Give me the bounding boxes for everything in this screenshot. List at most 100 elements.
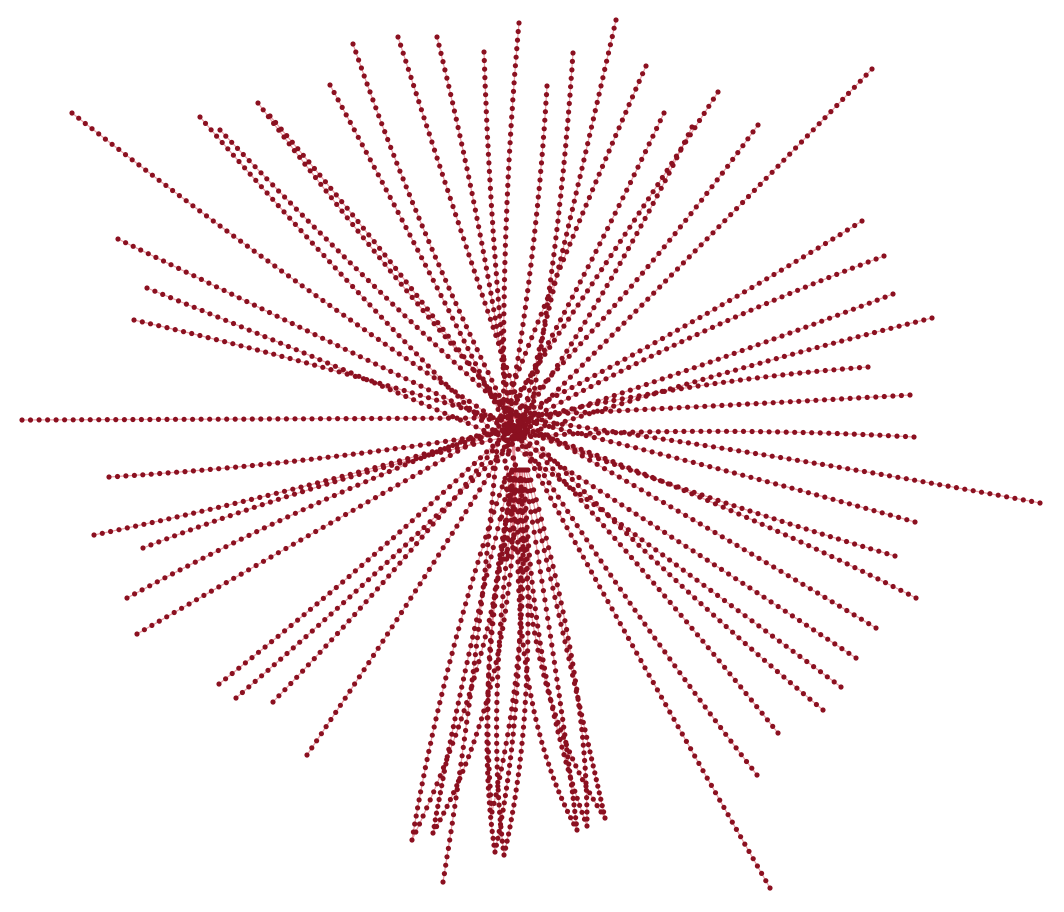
graph-node: [299, 489, 306, 495]
graph-node: [497, 809, 503, 815]
graph-node: [570, 661, 576, 667]
graph-node: [466, 651, 472, 657]
graph-node: [846, 650, 852, 656]
graph-node: [937, 482, 943, 488]
graph-node: [562, 151, 568, 157]
graph-node: [265, 258, 271, 264]
graph-node: [486, 563, 492, 569]
graph-node: [506, 831, 512, 837]
graph-node: [262, 644, 268, 650]
graph-node: [485, 526, 491, 532]
graph-node: [715, 466, 721, 472]
graph-node: [397, 460, 403, 466]
graph-node: [633, 308, 639, 314]
graph-node: [817, 669, 824, 675]
graph-node: [636, 78, 642, 84]
graph-node: [164, 416, 170, 422]
graph-node: [616, 202, 622, 209]
graph-node: [342, 346, 348, 352]
graph-node: [346, 573, 352, 580]
graph-node: [416, 215, 422, 221]
graph-node: [554, 582, 560, 588]
graph-node: [339, 199, 345, 205]
graph-node: [551, 252, 557, 258]
graph-node: [109, 141, 115, 147]
graph-node: [819, 461, 826, 467]
graph-node: [636, 393, 642, 399]
graph-node: [558, 399, 564, 405]
graph-node: [759, 710, 765, 716]
graph-node: [529, 335, 535, 341]
graph-node: [553, 235, 559, 241]
graph-node: [543, 754, 549, 760]
graph-node: [768, 663, 774, 669]
graph-node: [653, 495, 659, 501]
graph-node: [494, 569, 501, 575]
graph-node: [371, 248, 377, 254]
graph-node: [676, 405, 682, 411]
graph-node: [377, 245, 383, 251]
graph-node: [857, 78, 863, 84]
graph-node: [477, 284, 483, 290]
graph-node: [282, 194, 288, 200]
graph-node: [512, 715, 518, 721]
graph-node: [543, 673, 549, 679]
graph-node: [508, 123, 514, 129]
graph-node: [322, 179, 328, 185]
graph-node: [786, 456, 792, 462]
graph-node: [535, 473, 542, 479]
graph-node: [704, 606, 710, 612]
graph-node: [638, 429, 644, 435]
graph-node: [493, 535, 499, 541]
graph-node: [440, 489, 447, 495]
graph-node: [415, 805, 421, 811]
graph-node: [560, 247, 566, 254]
graph-node: [619, 502, 625, 508]
graph-node: [650, 133, 656, 139]
graph-node: [813, 397, 819, 403]
graph-node: [564, 444, 571, 450]
graph-node: [518, 386, 524, 393]
graph-node: [317, 172, 323, 178]
graph-node: [448, 829, 454, 835]
graph-node: [375, 336, 381, 342]
graph-node: [506, 537, 512, 543]
graph-node: [145, 251, 151, 257]
graph-node: [403, 415, 409, 421]
graph-node: [168, 295, 174, 301]
graph-node: [496, 802, 502, 808]
graph-node: [787, 290, 793, 297]
graph-node: [546, 423, 552, 429]
graph-node: [408, 345, 414, 351]
graph-node: [570, 233, 576, 239]
graph-node: [692, 125, 698, 131]
graph-node: [116, 527, 122, 533]
graph-node: [527, 423, 534, 429]
graph-node: [587, 495, 593, 501]
graph-node: [618, 462, 624, 468]
graph-node: [549, 268, 555, 274]
graph-node: [694, 577, 700, 583]
graph-node: [476, 724, 482, 730]
graph-node: [434, 397, 440, 403]
graph-node: [447, 796, 453, 803]
graph-node: [652, 435, 658, 441]
graph-node: [594, 461, 600, 467]
graph-node: [553, 782, 559, 788]
graph-node: [449, 650, 455, 657]
graph-node: [397, 529, 403, 535]
graph-node: [541, 126, 547, 132]
graph-node: [546, 305, 552, 311]
graph-node: [707, 711, 713, 717]
graph-node: [260, 558, 267, 564]
graph-node: [537, 640, 543, 646]
graph-node: [537, 528, 543, 534]
graph-node: [325, 454, 331, 460]
graph-node: [290, 486, 296, 492]
graph-node: [363, 599, 369, 605]
graph-node: [561, 323, 567, 329]
graph-node: [826, 274, 832, 281]
graph-node: [445, 667, 451, 673]
graph-node: [514, 413, 520, 419]
graph-node: [820, 707, 826, 713]
